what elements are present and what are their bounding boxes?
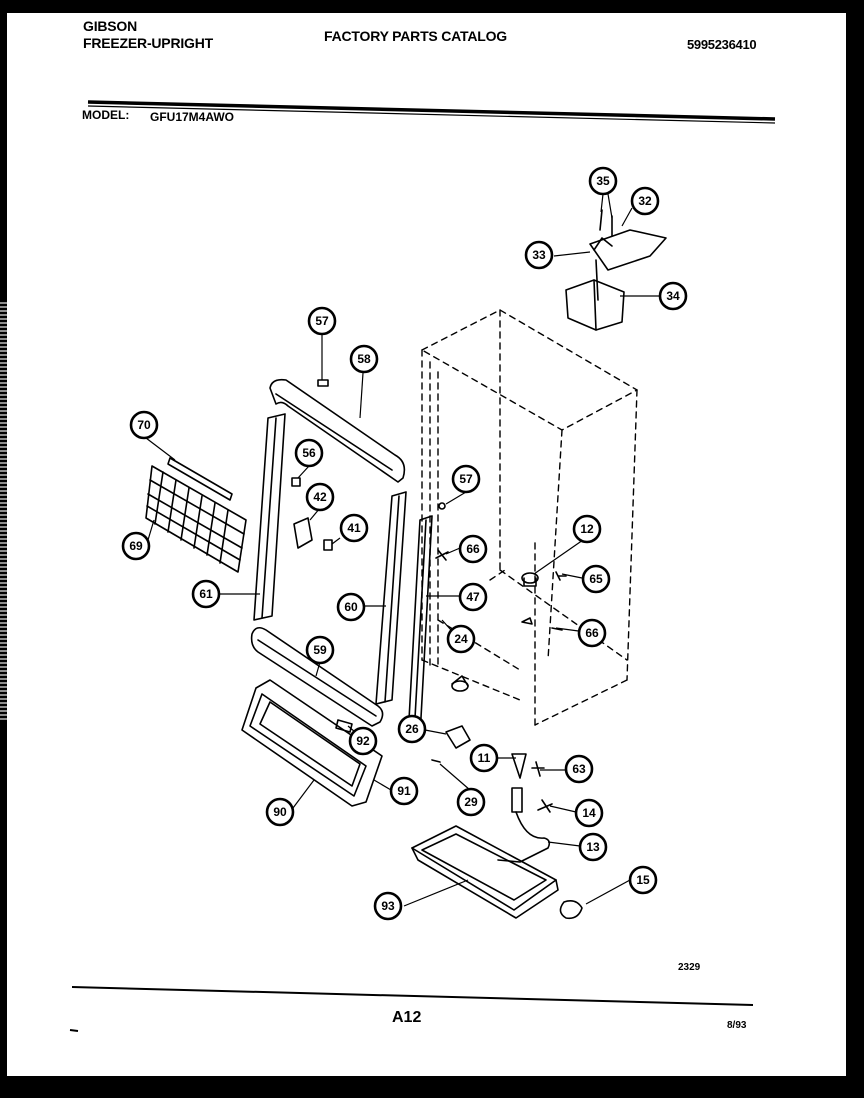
left-door-gasket [253,413,286,621]
footer-tick [69,1029,79,1032]
callout-41: 41 [339,513,369,543]
svg-text:60: 60 [344,600,358,614]
callout-69: 69 [121,531,151,561]
callout-29: 29 [456,787,486,817]
svg-text:14: 14 [582,806,596,820]
callout-34: 34 [658,281,688,311]
svg-text:65: 65 [589,572,603,586]
svg-text:61: 61 [199,587,213,601]
svg-text:15: 15 [636,873,650,887]
svg-text:93: 93 [381,899,395,913]
svg-text:58: 58 [357,352,371,366]
svg-text:42: 42 [313,490,327,504]
callout-92: 92 [348,726,378,756]
callout-13: 13 [578,832,608,862]
svg-text:91: 91 [397,784,411,798]
svg-text:63: 63 [572,762,586,776]
svg-text:66: 66 [585,626,599,640]
svg-text:34: 34 [666,289,680,303]
callout-47: 47 [458,582,488,612]
callout-11: 11 [469,743,499,773]
heater-tube [407,515,433,739]
callout-70: 70 [129,410,159,440]
callout-93: 93 [373,891,403,921]
cabinet-outline [421,309,638,726]
catalog-number: 5995236410 [687,37,757,52]
callout-58: 58 [349,344,379,374]
header-rule [87,100,776,124]
svg-text:32: 32 [638,194,652,208]
brand-name: GIBSON [83,18,138,34]
shelf-rail [167,457,233,501]
svg-text:41: 41 [347,521,361,535]
callout-91: 91 [389,776,419,806]
svg-text:33: 33 [532,248,546,262]
callout-32: 32 [630,186,660,216]
callout-26: 26 [397,714,427,744]
svg-text:13: 13 [586,840,600,854]
svg-text:90: 90 [273,805,287,819]
callout-15: 15 [628,865,658,895]
brand-block: GIBSON FREEZER-UPRIGHT [83,18,213,52]
right-door-gasket [375,491,407,705]
small-parts [291,379,583,920]
door-liner [241,679,383,807]
svg-text:69: 69 [129,539,143,553]
callout-14: 14 [574,798,604,828]
svg-text:70: 70 [137,418,151,432]
leader-lines [145,193,660,907]
svg-text:66: 66 [466,542,480,556]
callout-35: 35 [588,166,618,196]
svg-text:12: 12 [580,522,594,536]
svg-text:57: 57 [315,314,329,328]
callout-24: 24 [446,624,476,654]
callout-12: 12 [572,514,602,544]
thermostat-assembly [565,209,667,331]
callout-65: 65 [581,564,611,594]
callout-59: 59 [305,635,335,665]
svg-text:92: 92 [356,734,370,748]
callout-61: 61 [191,579,221,609]
model-number: GFU17M4AWO [150,110,235,124]
scan-edge-marks [0,300,7,720]
svg-text:47: 47 [466,590,480,604]
svg-text:11: 11 [478,751,491,765]
callout-33: 33 [524,240,554,270]
model-label: MODEL: [82,108,130,122]
callout-57-top: 57 [307,306,337,336]
callout-66-upper: 66 [458,534,488,564]
callout-42: 42 [305,482,335,512]
footer-rule [71,986,754,1006]
catalog-title: FACTORY PARTS CATALOG [324,28,507,44]
svg-text:24: 24 [454,632,468,646]
svg-text:59: 59 [313,643,327,657]
callout-60: 60 [336,592,366,622]
svg-text:56: 56 [302,446,316,460]
page-number: A12 [392,1009,422,1026]
product-type: FREEZER-UPRIGHT [83,35,214,51]
callout-56: 56 [294,438,324,468]
callout-57-door: 57 [451,464,481,494]
catalog-date: 8/93 [727,1020,747,1031]
drain-pan [411,825,559,919]
svg-text:26: 26 [405,722,419,736]
freezer-shelf [145,465,247,573]
callout-66-lower: 66 [577,618,607,648]
svg-text:29: 29 [464,795,478,809]
callout-63: 63 [564,754,594,784]
top-door-gasket [269,378,406,483]
callout-90: 90 [265,797,295,827]
svg-text:57: 57 [459,472,473,486]
drawing-code: 2329 [678,962,701,973]
bottom-door-gasket [250,626,384,727]
svg-text:35: 35 [596,174,610,188]
